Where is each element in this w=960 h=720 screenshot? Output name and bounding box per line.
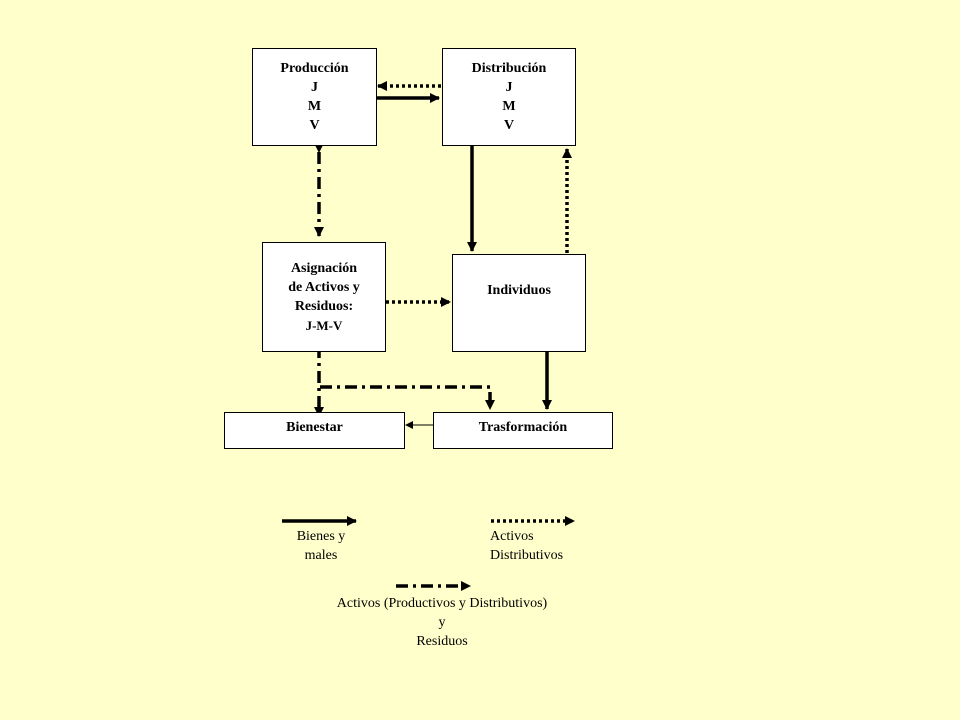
legend-distributivos-line2: Distributivos (490, 548, 564, 563)
distribucion-line-j: J (505, 80, 513, 95)
legend-productivos-label: Activos (Productivos y Distributivos) y … (300, 594, 584, 651)
asignacion-line-2: de Activos y (288, 280, 360, 295)
legend-productivos-line3: Residuos (416, 634, 468, 649)
legend-bienes-line2: males (304, 548, 338, 563)
asignacion-sub: J-M-V (305, 318, 343, 333)
box-asignacion: Asignación de Activos y Residuos: J-M-V (262, 242, 386, 352)
box-individuos: Individuos (452, 254, 586, 352)
individuos-title: Individuos (487, 283, 551, 298)
legend-bienes-line1: Bienes y (296, 529, 346, 544)
arrow-residuos-path (320, 385, 495, 410)
box-trasformacion: Trasformación (433, 412, 613, 449)
distribucion-title: Distribución (471, 61, 547, 76)
box-bienestar: Bienestar (224, 412, 405, 449)
box-distribucion: Distribución J M V (442, 48, 576, 146)
bienestar-title: Bienestar (286, 420, 343, 435)
legend-distributivos-label: Activos Distributivos (490, 527, 610, 565)
produccion-line-m: M (307, 99, 322, 114)
trasformacion-title: Trasformación (478, 420, 568, 435)
legend-productivos-line1: Activos (Productivos y Distributivos) (336, 596, 548, 611)
box-produccion: Producción J M V (252, 48, 377, 146)
asignacion-line-3: Residuos: (294, 299, 354, 314)
asignacion-line-1: Asignación (290, 261, 358, 276)
produccion-line-j: J (311, 80, 318, 95)
produccion-line-v: V (309, 118, 320, 133)
legend-productivos-line2: y (438, 615, 446, 630)
distribucion-line-m: M (502, 99, 516, 114)
produccion-title: Producción (280, 61, 349, 76)
legend-distributivos-line1: Activos (490, 529, 534, 544)
legend-bienes-label: Bienes y males (283, 527, 359, 565)
distribucion-line-v: V (503, 118, 515, 133)
